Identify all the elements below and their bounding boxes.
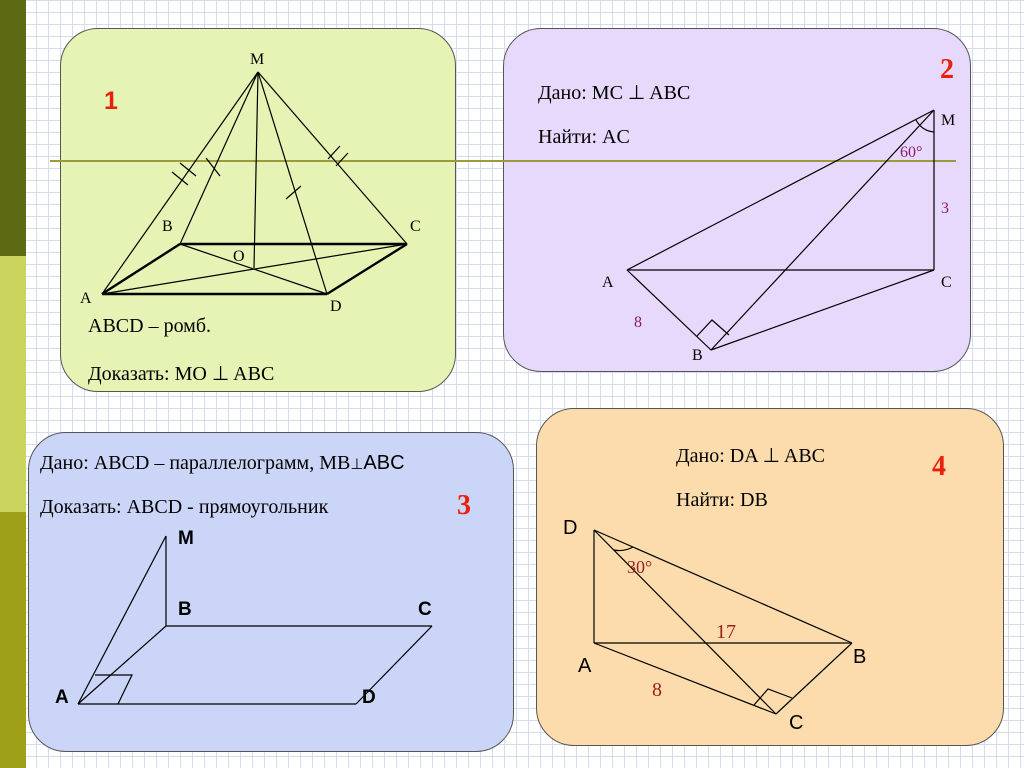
side-strip-light	[0, 256, 26, 512]
panel-3	[28, 432, 514, 752]
panel-4-number: 4	[932, 451, 946, 482]
p2-label-b: B	[692, 347, 703, 364]
perpendicular-symbol: ⊥	[350, 457, 364, 473]
p4-length-ac: 8	[652, 679, 662, 701]
panel-3-given-prefix: Дано: ABCD – параллелограмм, MB	[40, 452, 351, 474]
panel-1-given: ABCD – ромб.	[88, 315, 212, 337]
p2-label-a: A	[602, 274, 614, 291]
panel-3-number: 3	[457, 490, 471, 521]
triangle-dabc-figure	[593, 529, 853, 715]
panel-4-given: Дано: DA ⊥ ABC	[676, 445, 826, 467]
panel-1-prove: Доказать: MO ⊥ ABC	[88, 363, 275, 385]
p3-label-b: B	[178, 599, 192, 620]
panel-2	[503, 28, 971, 372]
panel-1-number: 1	[104, 87, 118, 115]
p2-label-m: M	[941, 112, 955, 129]
p1-label-a: A	[80, 290, 92, 307]
p1-label-b: B	[162, 218, 173, 235]
triangle-mcab-figure	[626, 109, 935, 351]
pyramid-figure	[101, 71, 408, 296]
panel-3-given-suffix: ABC	[363, 452, 405, 474]
panel-3-prove: Доказать: ABCD - прямоугольник	[40, 496, 329, 518]
p3-label-a: A	[55, 687, 69, 708]
p4-label-a: A	[578, 655, 592, 677]
p1-label-o: O	[233, 248, 245, 265]
p1-label-m: M	[250, 51, 264, 68]
p4-angle-30: 30°	[627, 557, 652, 577]
p3-label-m: M	[178, 528, 194, 549]
panel-2-number: 2	[940, 54, 954, 85]
parallelogram-figure	[77, 535, 433, 705]
divider-line	[50, 160, 956, 162]
side-strip-olive	[0, 512, 26, 768]
p4-label-b: B	[853, 646, 866, 668]
p1-label-d: D	[330, 298, 342, 315]
p3-label-d: D	[362, 687, 376, 708]
p2-label-c: C	[941, 274, 952, 291]
side-strip-dark	[0, 0, 26, 256]
p3-label-c: C	[418, 599, 432, 620]
p2-length-mc: 3	[941, 200, 949, 217]
panel-2-given: Дано: MC ⊥ ABC	[538, 82, 691, 104]
panel-4-find: Найти: DB	[676, 489, 768, 511]
p1-label-c: C	[410, 218, 421, 235]
panel-2-find: Найти: AC	[538, 126, 630, 148]
p4-label-d: D	[563, 517, 577, 539]
panel-3-given: Дано: ABCD – параллелограмм, MB⊥ABC	[40, 452, 405, 475]
p2-length-ab: 8	[634, 314, 642, 331]
p2-angle-60: 60°	[900, 144, 922, 161]
p4-label-c: C	[789, 712, 803, 734]
p4-length-ab: 17	[716, 621, 736, 643]
